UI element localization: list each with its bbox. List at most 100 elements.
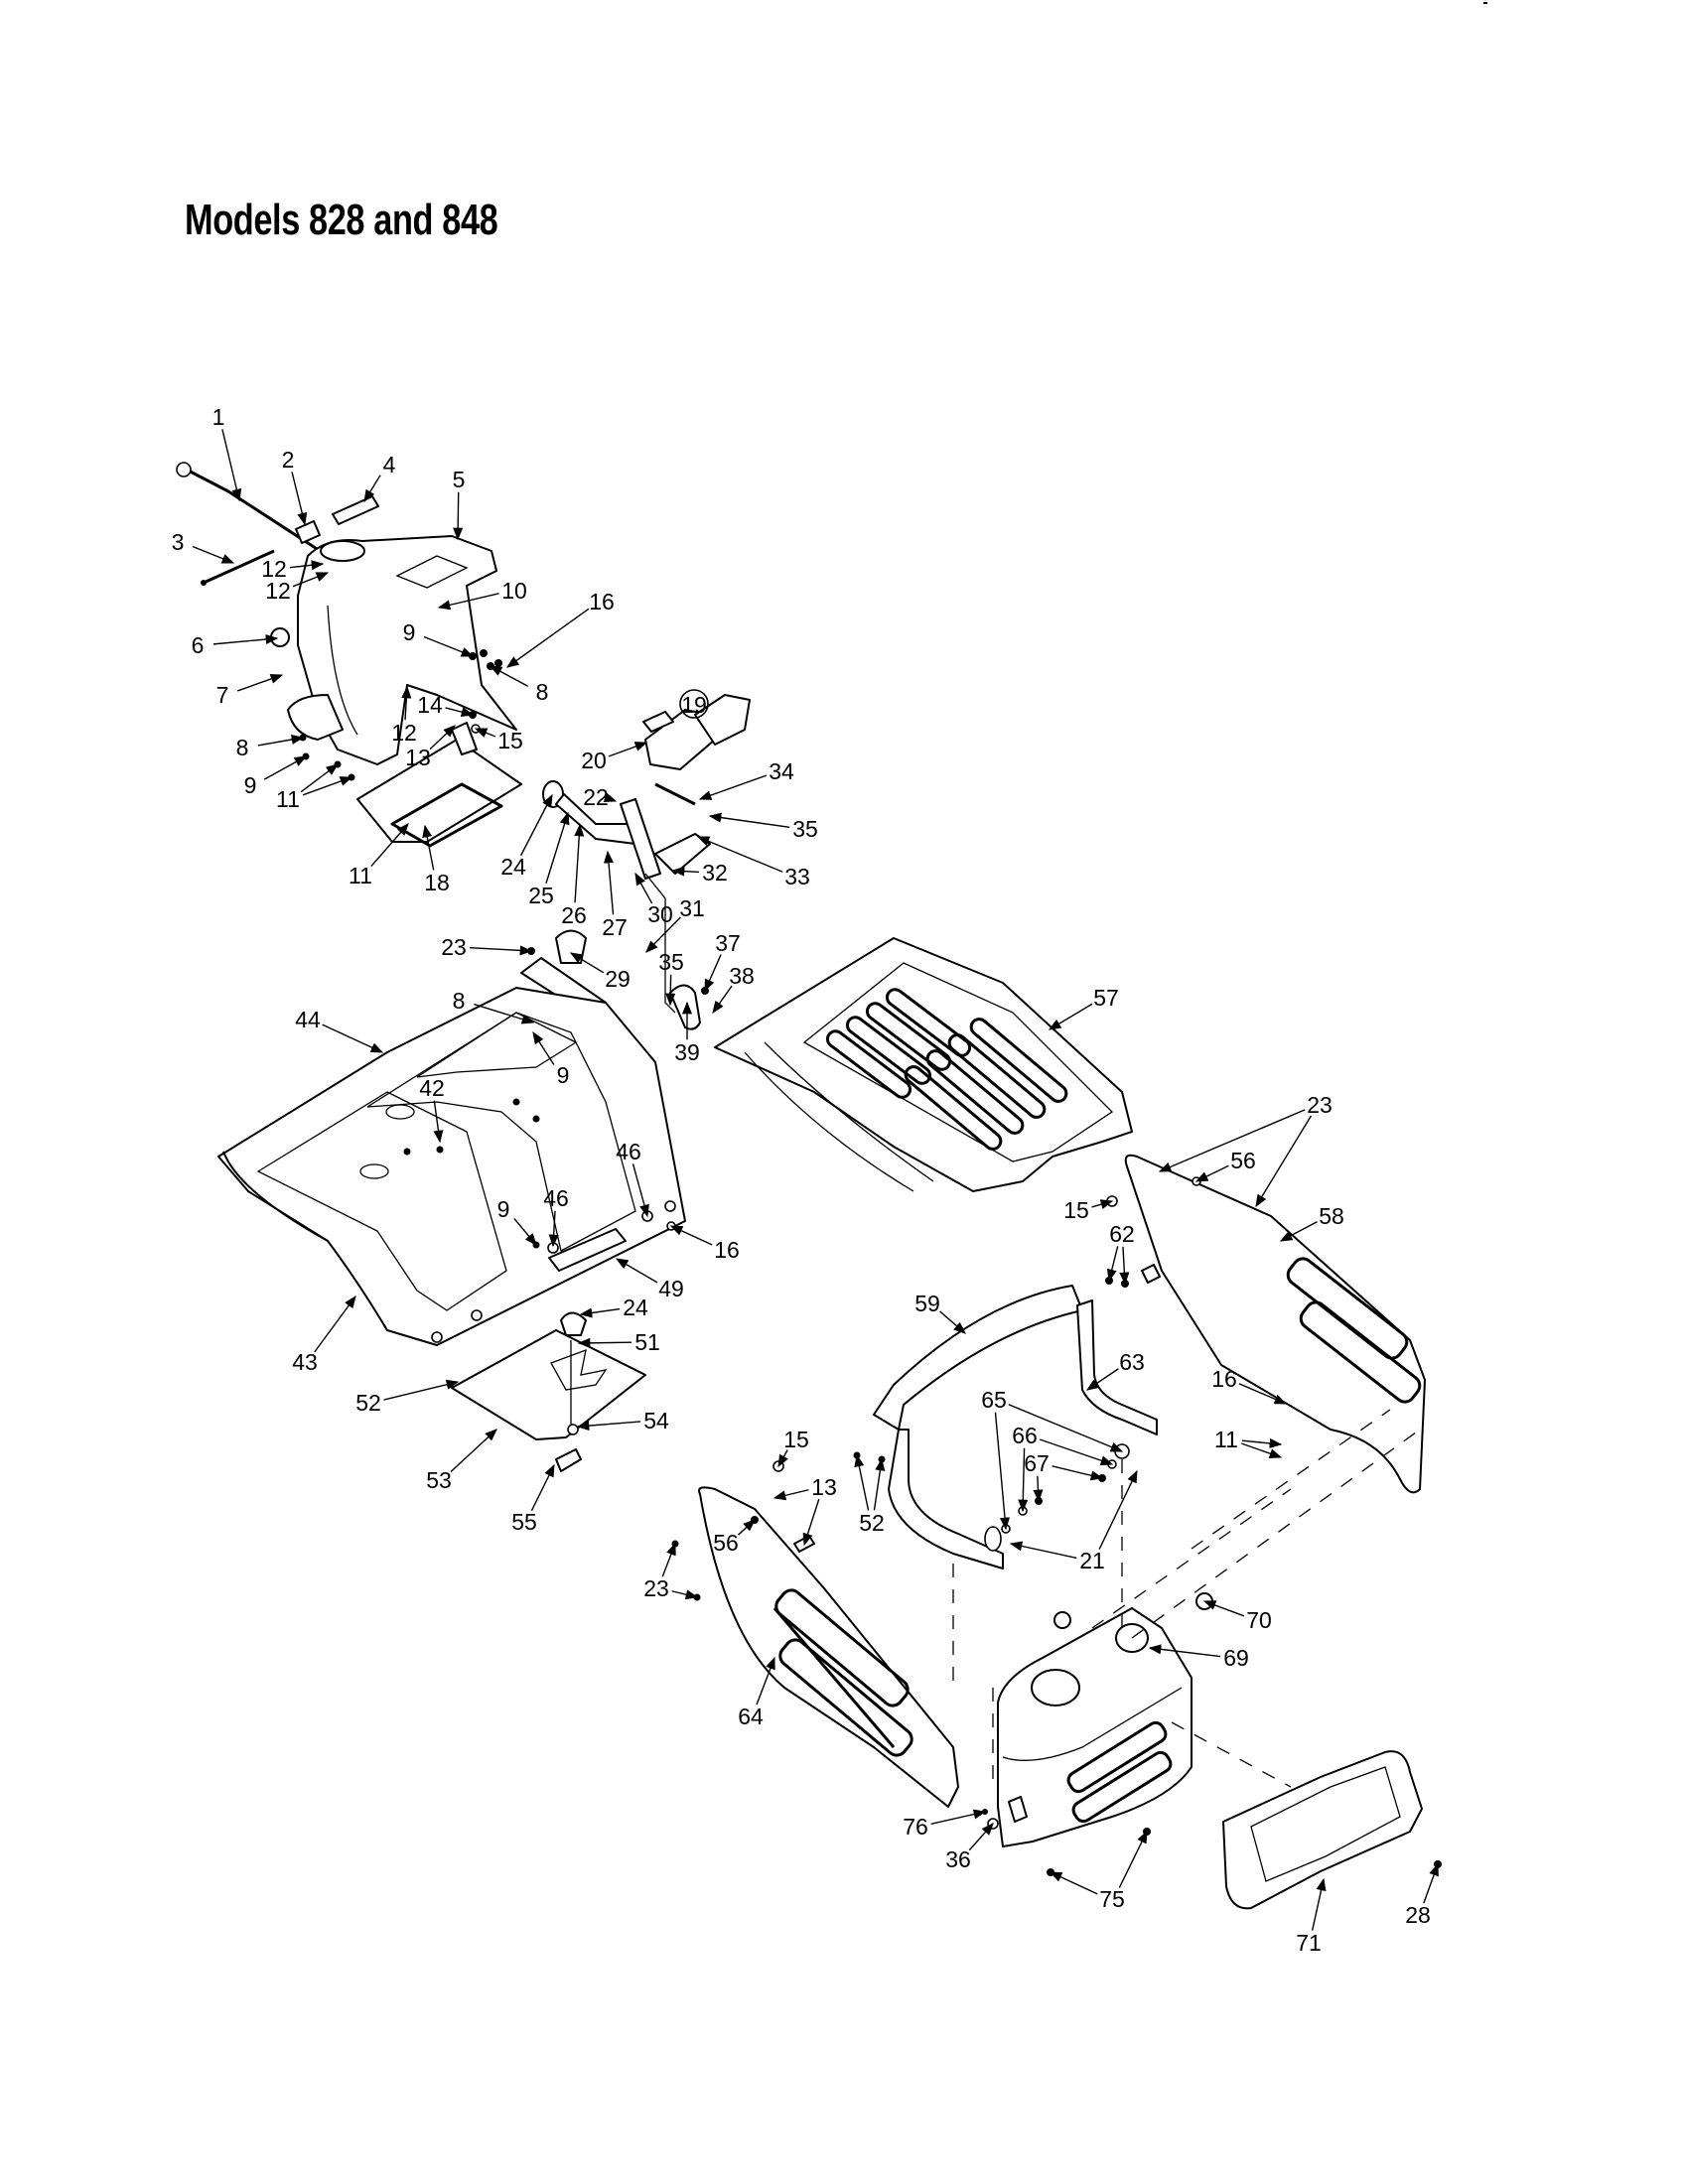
frame-leg-left: [888, 1429, 1004, 1570]
callout-arrow: [505, 608, 590, 668]
callout-label: 42: [419, 1075, 445, 1101]
callout-label: 25: [528, 883, 554, 908]
callout-label: 4: [383, 452, 396, 478]
bumper-part: [1222, 1750, 1423, 1910]
callout-label: 66: [1012, 1423, 1038, 1448]
callout-label: 9: [557, 1062, 570, 1088]
callout-arrow: [263, 755, 308, 780]
lift-knob-part: [555, 929, 587, 964]
callout-label: 1: [212, 404, 225, 430]
callout-label: 56: [1230, 1148, 1256, 1173]
callout-label: 24: [623, 1295, 648, 1320]
callout-label: 3: [172, 529, 185, 555]
knob-24-part: [560, 1311, 587, 1336]
side-panel-left-part: [698, 1486, 959, 1808]
callout-arrow: [939, 1310, 966, 1334]
callout-label: 65: [981, 1387, 1007, 1413]
callout-arrow: [423, 635, 475, 657]
callout-arrow: [1158, 1109, 1306, 1172]
callout-arrow: [579, 1307, 621, 1318]
brake-plate-part: [694, 694, 751, 746]
callout-label: 20: [581, 748, 607, 773]
callout-label: 36: [945, 1846, 971, 1872]
callout-arrow: [292, 572, 330, 588]
callout-label: 8: [236, 735, 249, 760]
callout-arrow: [708, 812, 790, 828]
callout-arrow: [1085, 1368, 1119, 1391]
callout-arrow: [1033, 1475, 1044, 1503]
callout-arrow: [1009, 1541, 1077, 1560]
callout-arrow: [530, 1463, 555, 1511]
callout-label: 10: [501, 578, 527, 604]
callout-arrow: [314, 1295, 356, 1353]
callout-label: 46: [543, 1185, 569, 1211]
callout-arrow: [577, 1337, 632, 1348]
clip-55-part: [555, 1448, 582, 1472]
rod-part: [203, 549, 275, 585]
callout-arrow: [437, 593, 499, 611]
callout-label: 16: [1211, 1366, 1237, 1392]
callout-label: 2: [282, 447, 295, 473]
callout-arrow: [615, 1258, 658, 1284]
callout-label: 64: [738, 1704, 764, 1729]
callout-arrow: [1311, 1877, 1327, 1931]
callout-arrow: [545, 811, 570, 885]
callout-label: 8: [536, 679, 549, 705]
callout-arrow: [704, 954, 722, 993]
callout-arrow: [1118, 1830, 1148, 1888]
callout-arrow: [322, 1024, 384, 1053]
callout-label: 62: [1109, 1221, 1135, 1247]
bracket-63-part: [1076, 1299, 1158, 1435]
dash-panel-44-group: [217, 987, 686, 1346]
hood-frame-part: [873, 1285, 1083, 1431]
callout-arrow: [291, 472, 308, 526]
callout-label: 15: [783, 1427, 809, 1452]
callout-label: 22: [583, 784, 609, 810]
callout-label: 53: [426, 1467, 452, 1493]
callout-label: 11: [276, 786, 300, 812]
callout-arrow: [698, 774, 768, 800]
page-title: Models 828 and 848: [185, 196, 498, 244]
callout-label: 29: [605, 966, 631, 992]
callout-label: 6: [192, 632, 205, 658]
right-side-panel-group: [1105, 1154, 1426, 1494]
callout-arrow: [474, 728, 496, 738]
brake-rod-part: [644, 873, 676, 1014]
callout-label: 71: [1296, 1930, 1322, 1956]
callout-arrow: [665, 974, 676, 1007]
callout-label: 32: [702, 860, 728, 886]
callout-arrow: [661, 1542, 676, 1577]
callout-label: 33: [784, 864, 810, 889]
callout-label: 75: [1099, 1886, 1125, 1912]
callout-arrow: [632, 1163, 649, 1218]
callout-arrow: [569, 952, 605, 974]
callout-label: 59: [914, 1291, 940, 1316]
callout-arrow: [1091, 1199, 1114, 1209]
callout-label: 63: [1119, 1349, 1145, 1375]
callout-label: 27: [602, 914, 628, 940]
callout-arrow: [532, 1030, 555, 1065]
callout-label: 13: [405, 745, 431, 770]
callout-label: 35: [792, 816, 818, 842]
fuel-tank-base: [287, 694, 344, 741]
callout-label: 30: [647, 901, 673, 927]
callout-arrow: [302, 776, 353, 796]
callout-label: 9: [403, 619, 416, 645]
callout-label: 38: [729, 963, 755, 989]
callout-leaders: [192, 429, 1439, 1931]
callout-label: 15: [497, 728, 523, 753]
callout-arrow: [968, 1823, 994, 1851]
callout-arrow: [469, 945, 533, 956]
callout-arrow: [1106, 1246, 1119, 1283]
callout-label: 12: [261, 556, 287, 582]
key-part: [332, 495, 379, 525]
callout-arrow: [772, 1489, 809, 1501]
callout-arrow: [873, 1457, 886, 1511]
callout-label: 12: [391, 720, 417, 746]
callout-arrow: [363, 475, 381, 503]
callout-label: 23: [441, 934, 467, 960]
callout-label: 14: [417, 692, 443, 718]
callout-label: 56: [713, 1530, 739, 1556]
callout-label: 18: [424, 870, 450, 895]
callout-label: 54: [643, 1408, 669, 1433]
